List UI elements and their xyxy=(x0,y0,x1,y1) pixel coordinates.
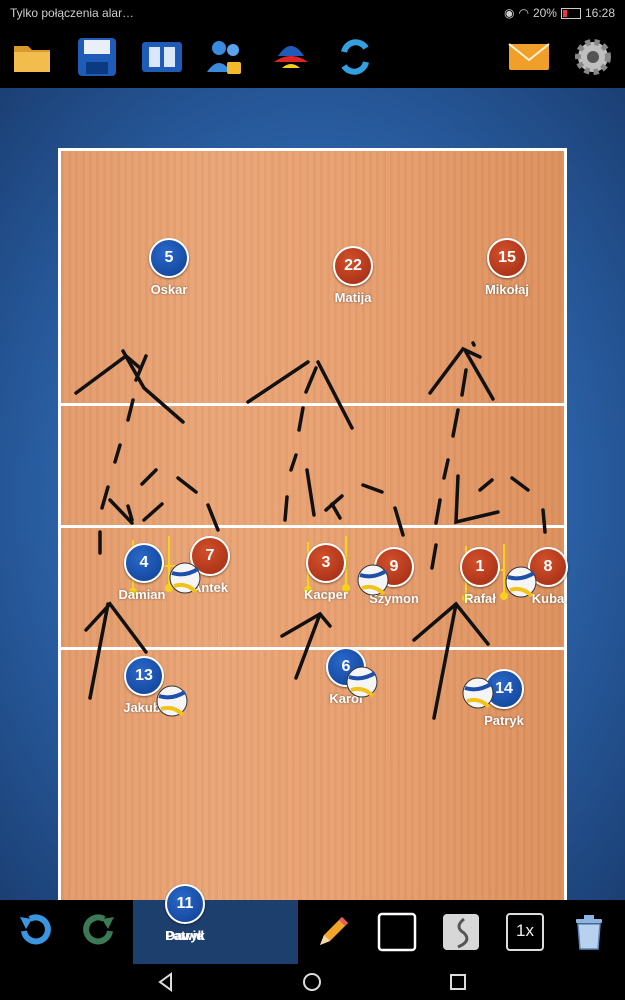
system-nav-bar xyxy=(0,964,625,1000)
notification-text: Tylko połączenia alar… xyxy=(10,6,135,20)
player-1[interactable]: 1 xyxy=(460,547,500,587)
swap-icon[interactable] xyxy=(332,34,378,80)
clock: 16:28 xyxy=(584,6,615,20)
player-name: Antek xyxy=(191,580,229,595)
bench-name-b: Patryk xyxy=(165,928,205,943)
team-lock-icon[interactable] xyxy=(203,34,249,80)
speed-label: 1x xyxy=(516,921,534,940)
player-name: Mikołaj xyxy=(484,282,530,297)
mail-icon[interactable] xyxy=(506,34,552,80)
top-toolbar xyxy=(0,28,625,88)
player-22[interactable]: 22 xyxy=(333,246,373,286)
wifi-icon: ◠ xyxy=(518,6,529,20)
shapes-icon[interactable] xyxy=(268,34,314,80)
player-8[interactable]: 8 xyxy=(528,547,568,587)
tactics-board[interactable] xyxy=(0,88,625,908)
volleyball-icon[interactable] xyxy=(461,676,495,710)
rectangle-tool-icon[interactable] xyxy=(376,911,418,953)
player-13[interactable]: 13 xyxy=(124,656,164,696)
player-name: Kacper xyxy=(303,587,349,602)
speed-button[interactable]: 1x xyxy=(504,911,546,953)
volleyball-icon[interactable] xyxy=(345,665,379,699)
curve-tool-icon[interactable] xyxy=(440,911,482,953)
player-14[interactable]: 14 xyxy=(484,669,524,709)
folder-icon[interactable] xyxy=(10,34,56,80)
undo-icon[interactable] xyxy=(14,911,56,953)
battery-icon xyxy=(560,7,581,19)
volleyball-icon[interactable] xyxy=(504,565,538,599)
attack-line-top xyxy=(61,403,564,406)
bench-name-a: Dawid xyxy=(165,928,205,943)
gear-icon[interactable] xyxy=(570,34,616,80)
volleyball-icon[interactable] xyxy=(168,561,202,595)
volleyball-icon[interactable] xyxy=(155,684,189,718)
home-nav-icon[interactable] xyxy=(300,970,324,994)
player-name: Jakub xyxy=(123,700,161,715)
status-bar: Tylko połączenia alar… ◉ ◠ 20% 16:28 xyxy=(0,0,625,28)
player-name: Damian xyxy=(118,587,166,602)
recents-nav-icon[interactable] xyxy=(446,970,470,994)
bottom-toolbar: 1x xyxy=(0,900,625,964)
trash-icon[interactable] xyxy=(568,911,610,953)
player-name: Kuba xyxy=(531,591,565,606)
player-5[interactable]: 5 xyxy=(149,238,189,278)
player-15[interactable]: 15 xyxy=(487,238,527,278)
player-name: Rafał xyxy=(464,591,496,606)
net-line xyxy=(61,525,564,528)
eye-icon: ◉ xyxy=(503,6,515,20)
player-3[interactable]: 3 xyxy=(306,543,346,583)
redo-icon[interactable] xyxy=(78,911,120,953)
bench-area[interactable]: 11 Dawid Patryk xyxy=(133,884,298,964)
attack-line-bottom xyxy=(61,647,564,650)
volleyball-icon[interactable] xyxy=(356,563,390,597)
back-nav-icon[interactable] xyxy=(154,970,178,994)
player-4[interactable]: 4 xyxy=(124,543,164,583)
film-icon[interactable] xyxy=(139,34,185,80)
save-icon[interactable] xyxy=(74,34,120,80)
player-name: Szymon xyxy=(369,591,419,606)
player-name: Matija xyxy=(334,290,372,305)
pencil-icon[interactable] xyxy=(312,911,354,953)
battery-percent: 20% xyxy=(532,6,557,20)
player-name: Patryk xyxy=(484,713,524,728)
bench-player-11[interactable]: 11 xyxy=(165,884,205,924)
player-name: Oskar xyxy=(150,282,188,297)
